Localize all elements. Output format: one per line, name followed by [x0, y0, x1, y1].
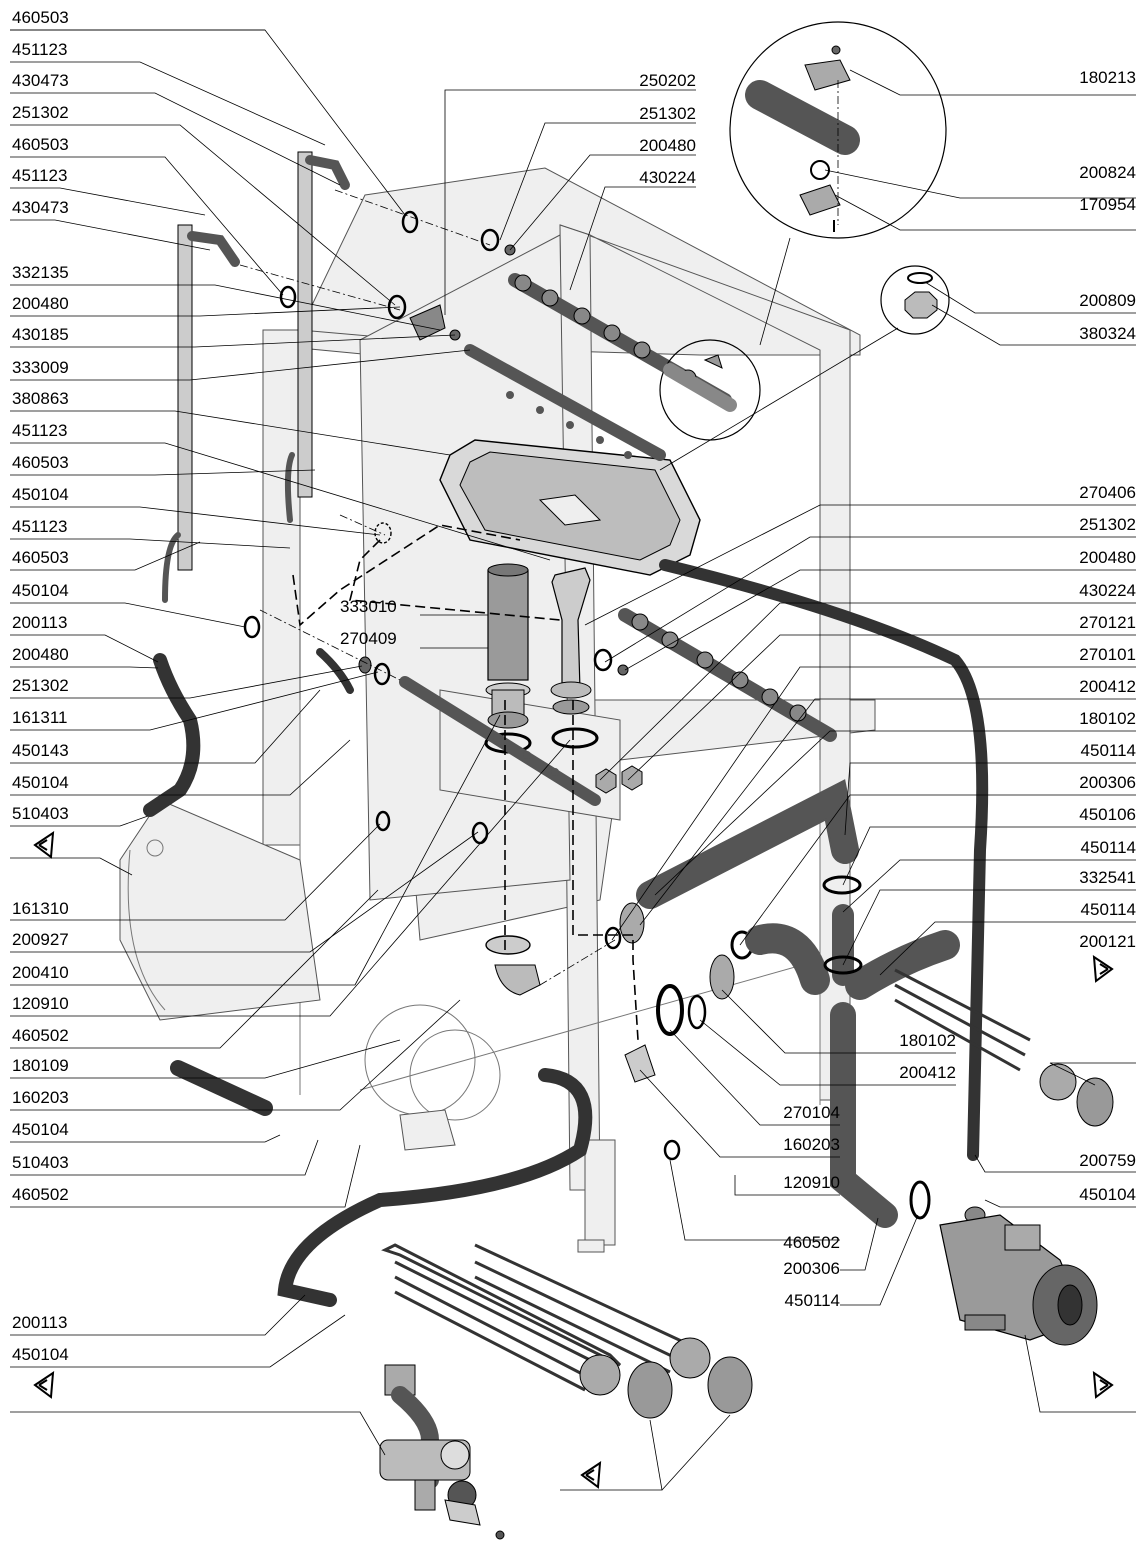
detail-callout-plug [880, 265, 950, 335]
part-number-label: 270121 [1079, 613, 1136, 632]
detail-callout-clamp [729, 21, 947, 239]
part-number-label: 200927 [12, 930, 69, 949]
part-number-label: 333010 [340, 597, 397, 616]
part-number-label: 451123 [12, 40, 67, 59]
part-number-label: 200809 [1079, 291, 1136, 310]
part-number-label: 200306 [783, 1259, 840, 1278]
vertical-tubes [162, 151, 350, 603]
part-number-label: 450114 [1081, 741, 1136, 760]
part-number-label: 251302 [639, 104, 696, 123]
part-number-label: 180102 [1079, 709, 1136, 728]
spray-arm-lower [399, 676, 601, 806]
part-number-label: 460502 [12, 1185, 69, 1204]
part-number-label: 251302 [12, 676, 69, 695]
part-number-label: 270409 [340, 629, 397, 648]
part-number-label: 270406 [1079, 483, 1136, 502]
labels-left: 460503 451123 430473 251302 460503 451123 4304… [12, 8, 69, 1364]
part-number-label: 450104 [12, 1120, 69, 1139]
part-number-label: 200759 [1079, 1151, 1136, 1170]
rotate-reference-icon [1092, 1371, 1114, 1399]
part-number-label: 450104 [1079, 1185, 1136, 1204]
part-number-label: 451123 [12, 517, 67, 536]
part-number-label: 430473 [12, 198, 69, 217]
part-number-label: 200824 [1079, 163, 1136, 182]
part-number-label: 161311 [12, 708, 67, 727]
part-number-label: 380863 [12, 389, 69, 408]
part-number-label: 160203 [783, 1135, 840, 1154]
part-number-label: 460503 [12, 135, 69, 154]
spray-arm-upper [464, 344, 666, 461]
part-number-label: 120910 [12, 994, 69, 1013]
labels-misc: 250202 251302 200480 430224 333010 270409 1801… [340, 71, 956, 1310]
heating-elements [381, 968, 1114, 1419]
part-number-label: 200480 [639, 136, 696, 155]
part-number-label: 451123 [12, 166, 67, 185]
part-number-label: 450106 [1079, 805, 1136, 824]
labels-right: 180213 200824 170954 200809 380324 270406 2513… [1079, 68, 1136, 1204]
part-number-label: 510403 [12, 804, 69, 823]
assembly-paths [239, 80, 839, 1041]
part-number-label: 460502 [783, 1233, 840, 1252]
part-number-label: 250202 [639, 71, 696, 90]
rotate-reference-icon [580, 1461, 602, 1489]
part-number-label: 450104 [12, 581, 69, 600]
part-number-label: 160203 [12, 1088, 69, 1107]
part-number-label: 450114 [1081, 900, 1136, 919]
part-number-label: 270104 [783, 1103, 840, 1122]
lower-manifold [618, 608, 837, 742]
part-number-label: 200480 [12, 645, 69, 664]
part-number-label: 450114 [1081, 838, 1136, 857]
part-number-label: 332135 [12, 263, 69, 282]
part-number-label: 200113 [12, 1313, 67, 1332]
part-number-label: 460502 [12, 1026, 69, 1045]
part-number-label: 450104 [12, 485, 69, 504]
drain-pipes [636, 779, 960, 1228]
fittings [243, 210, 754, 1161]
part-number-label: 450104 [12, 1345, 69, 1364]
filter-cartridge [485, 563, 531, 729]
part-number-label: 200113 [12, 613, 67, 632]
part-number-label: 200410 [12, 963, 69, 982]
rotate-reference-icon [1092, 955, 1114, 983]
drain-pan [439, 439, 701, 576]
part-number-label: 200480 [12, 294, 69, 313]
part-number-label: 200306 [1079, 773, 1136, 792]
part-number-label: 251302 [12, 103, 69, 122]
part-number-label: 200121 [1079, 932, 1136, 951]
part-number-label: 460503 [12, 8, 69, 27]
part-number-label: 270101 [1079, 645, 1136, 664]
part-number-label: 180213 [1079, 68, 1136, 87]
part-number-label: 180102 [899, 1031, 956, 1050]
part-number-label: 430185 [12, 325, 69, 344]
part-number-label: 451123 [12, 421, 67, 440]
part-number-label: 120910 [783, 1173, 840, 1192]
part-number-label: 430224 [1079, 581, 1136, 600]
leader-lines [10, 29, 1136, 1491]
part-number-label: 200480 [1079, 548, 1136, 567]
part-number-label: 332541 [1079, 868, 1136, 887]
part-number-label: 180109 [12, 1056, 69, 1075]
overflow-pipe [550, 567, 592, 715]
part-number-label: 333009 [12, 358, 69, 377]
part-number-label: 450104 [12, 773, 69, 792]
part-number-label: 510403 [12, 1153, 69, 1172]
part-number-label: 200412 [1079, 677, 1136, 696]
part-number-label: 430224 [639, 168, 696, 187]
water-valve-assembly [379, 1364, 505, 1540]
part-number-label: 170954 [1079, 195, 1136, 214]
part-number-label: 450114 [785, 1291, 840, 1310]
part-number-label: 380324 [1079, 324, 1136, 343]
part-number-label: 251302 [1079, 515, 1136, 534]
part-number-label: 200412 [899, 1063, 956, 1082]
pump-motor [939, 1206, 1098, 1346]
rotate-reference-icon [33, 1371, 55, 1399]
part-number-label: 460503 [12, 453, 69, 472]
part-number-label: 450143 [12, 741, 69, 760]
part-number-label: 430473 [12, 71, 69, 90]
part-number-label: 161310 [12, 899, 69, 918]
rotate-reference-icon [33, 831, 55, 859]
part-number-label: 460503 [12, 548, 69, 567]
